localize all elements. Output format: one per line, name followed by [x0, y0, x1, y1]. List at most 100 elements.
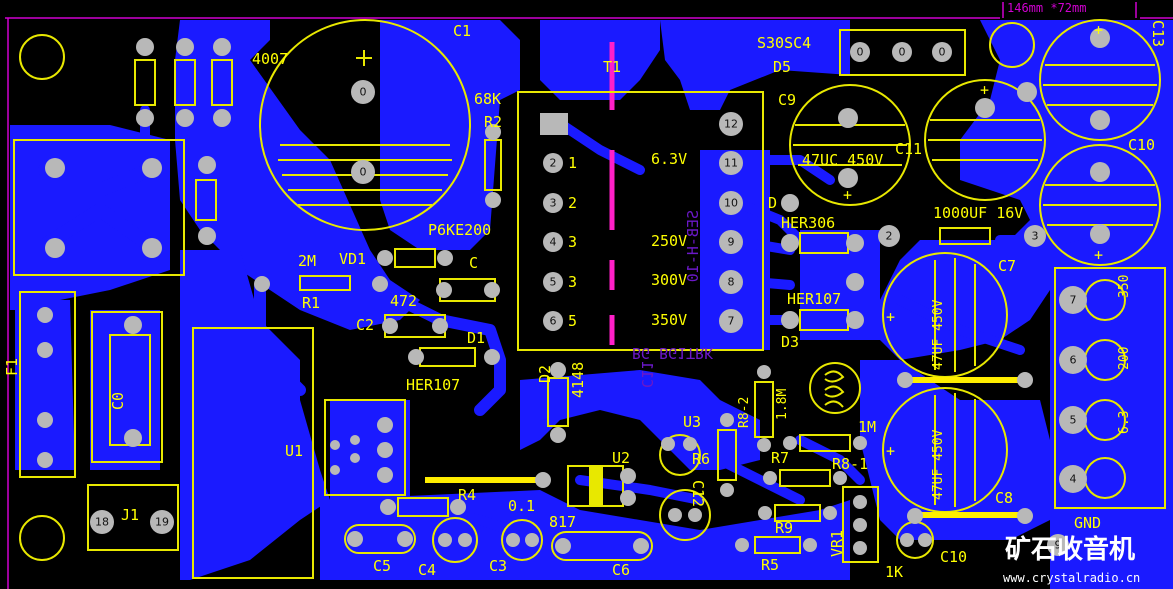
pad-conn-9	[1047, 534, 1069, 556]
label-c3: C3	[489, 557, 507, 575]
label-vr1: VR1	[828, 530, 846, 557]
pad-t1-11	[719, 151, 743, 175]
board-dimension: 146mm *72mm	[1007, 1, 1086, 15]
pad-conn-5	[1059, 406, 1087, 434]
pad-t1-9	[719, 230, 743, 254]
pad-d5-a	[850, 42, 870, 62]
pad-c1-a	[351, 80, 375, 104]
mirror-c11: C11	[638, 361, 656, 388]
pad-t1-6-number: 6	[550, 315, 557, 328]
label-817: 817	[549, 513, 576, 531]
label-4007: 4007	[252, 50, 288, 68]
label-u2: U2	[612, 449, 630, 467]
label-u1: U1	[285, 442, 303, 460]
pad-c1-b-number: 0	[360, 166, 367, 179]
pad-j1-18	[90, 510, 114, 534]
mounting-hole-top-left	[19, 34, 65, 80]
polarity-c8: +	[886, 442, 895, 460]
pad-c1000-3-number: 3	[1032, 230, 1039, 243]
pad-t1-12	[719, 112, 743, 136]
label-f1: F1	[3, 358, 21, 376]
silk-labels: C1 4007 68K R2 T1 P6KE200 VD1 2M R1 C 47…	[3, 20, 1167, 581]
label-c8: C8	[995, 489, 1013, 507]
label-c5: C5	[373, 557, 391, 575]
t1-side-number-2: 2	[568, 194, 577, 212]
label-c1: C1	[453, 22, 471, 40]
pad-d5-c-number: 0	[939, 46, 946, 59]
bottom-layer-text: SEB-H-10 BG BG1TRK C11	[632, 210, 713, 388]
t1-side-number-5: 5	[568, 312, 577, 330]
label-d: D	[768, 194, 777, 212]
pads-layer: 18 19 0 0 2 3 4 5 6 12 11 10 9	[37, 28, 1110, 556]
label-c10-bottom: C10	[940, 548, 967, 566]
label-u3: U3	[683, 413, 701, 431]
label-r8-2: R8-2	[737, 397, 752, 428]
label-r2: R2	[484, 113, 502, 131]
label-c2: C2	[356, 316, 374, 334]
t1-side-number-3: 3	[568, 233, 577, 251]
label-350v: 350V	[651, 311, 687, 329]
t1-side-number-4: 3	[568, 273, 577, 291]
mounting-hole-bottom-left	[19, 515, 65, 561]
label-c8-value: 47UF 450V	[931, 429, 946, 500]
label-c4: C4	[418, 561, 436, 579]
label-c12: C12	[689, 480, 707, 507]
pad-d5-b	[892, 42, 912, 62]
label-r2-value: 68K	[474, 90, 501, 108]
pad-t1-3-number: 3	[550, 197, 557, 210]
label-her306: HER306	[781, 214, 835, 232]
label-r7: R7	[771, 449, 789, 467]
polarity-c7: +	[886, 308, 895, 326]
label-d1: D1	[467, 329, 485, 347]
label-c9: C9	[778, 91, 796, 109]
watermark-title: 矿石收音机	[1005, 534, 1135, 565]
label-gnd: GND	[1074, 514, 1101, 532]
board-outline: 146mm *72mm	[5, 1, 1173, 589]
pad-t1-3	[543, 193, 563, 213]
label-r8-1: R8-1	[832, 455, 868, 473]
pad-t1-5-number: 5	[550, 276, 557, 289]
label-1-8m: 1.8M	[775, 389, 790, 420]
label-p6ke200: P6KE200	[428, 221, 491, 239]
pad-t1-9-number: 9	[728, 236, 735, 249]
label-c13: C13	[1149, 20, 1167, 47]
pad-t1-10	[719, 191, 743, 215]
label-c9-value: 47UC 450V	[802, 151, 883, 169]
polarity-c10: +	[1094, 246, 1103, 264]
pad-t1-8	[719, 270, 743, 294]
pad-conn-4	[1059, 465, 1087, 493]
watermark: 矿石收音机 www.crystalradio.cn	[1003, 534, 1140, 585]
label-r4: R4	[458, 486, 476, 504]
pad-t1-7	[719, 309, 743, 333]
label-her107-b: HER107	[787, 290, 841, 308]
label-200: 200	[1117, 347, 1132, 370]
t1-side-number-1: 1	[568, 154, 577, 172]
label-c0: C0	[109, 392, 127, 410]
label-c7: C7	[998, 257, 1016, 275]
pad-conn-5-number: 5	[1070, 414, 1077, 427]
label-6v3: 6.3V	[651, 150, 687, 168]
pad-t1-12-number: 12	[724, 118, 738, 131]
label-her107-a: HER107	[406, 376, 460, 394]
label-r5: R5	[761, 556, 779, 574]
mounting-hole-top-right	[989, 22, 1035, 68]
label-c6: C6	[612, 561, 630, 579]
pad-t1-2-number: 2	[550, 157, 557, 170]
label-r1-value: 2M	[298, 252, 316, 270]
copper-layer	[10, 20, 1173, 589]
label-r6: R6	[692, 450, 710, 468]
mirror-brand: BG BG1TRK	[632, 344, 713, 362]
label-c3-value: 0.1	[508, 497, 535, 515]
jumper-wires	[425, 377, 1025, 518]
pad-c1000-2-number: 2	[886, 230, 893, 243]
pad-conn-9-number: 9	[1055, 539, 1062, 552]
pad-t1-5	[543, 272, 563, 292]
pad-j1-19	[150, 510, 174, 534]
mounting-holes	[19, 22, 1035, 561]
label-d5: D5	[773, 58, 791, 76]
label-j1: J1	[121, 506, 139, 524]
label-t1: T1	[603, 58, 621, 76]
label-r9: R9	[775, 519, 793, 537]
label-c10: C10	[1128, 136, 1155, 154]
